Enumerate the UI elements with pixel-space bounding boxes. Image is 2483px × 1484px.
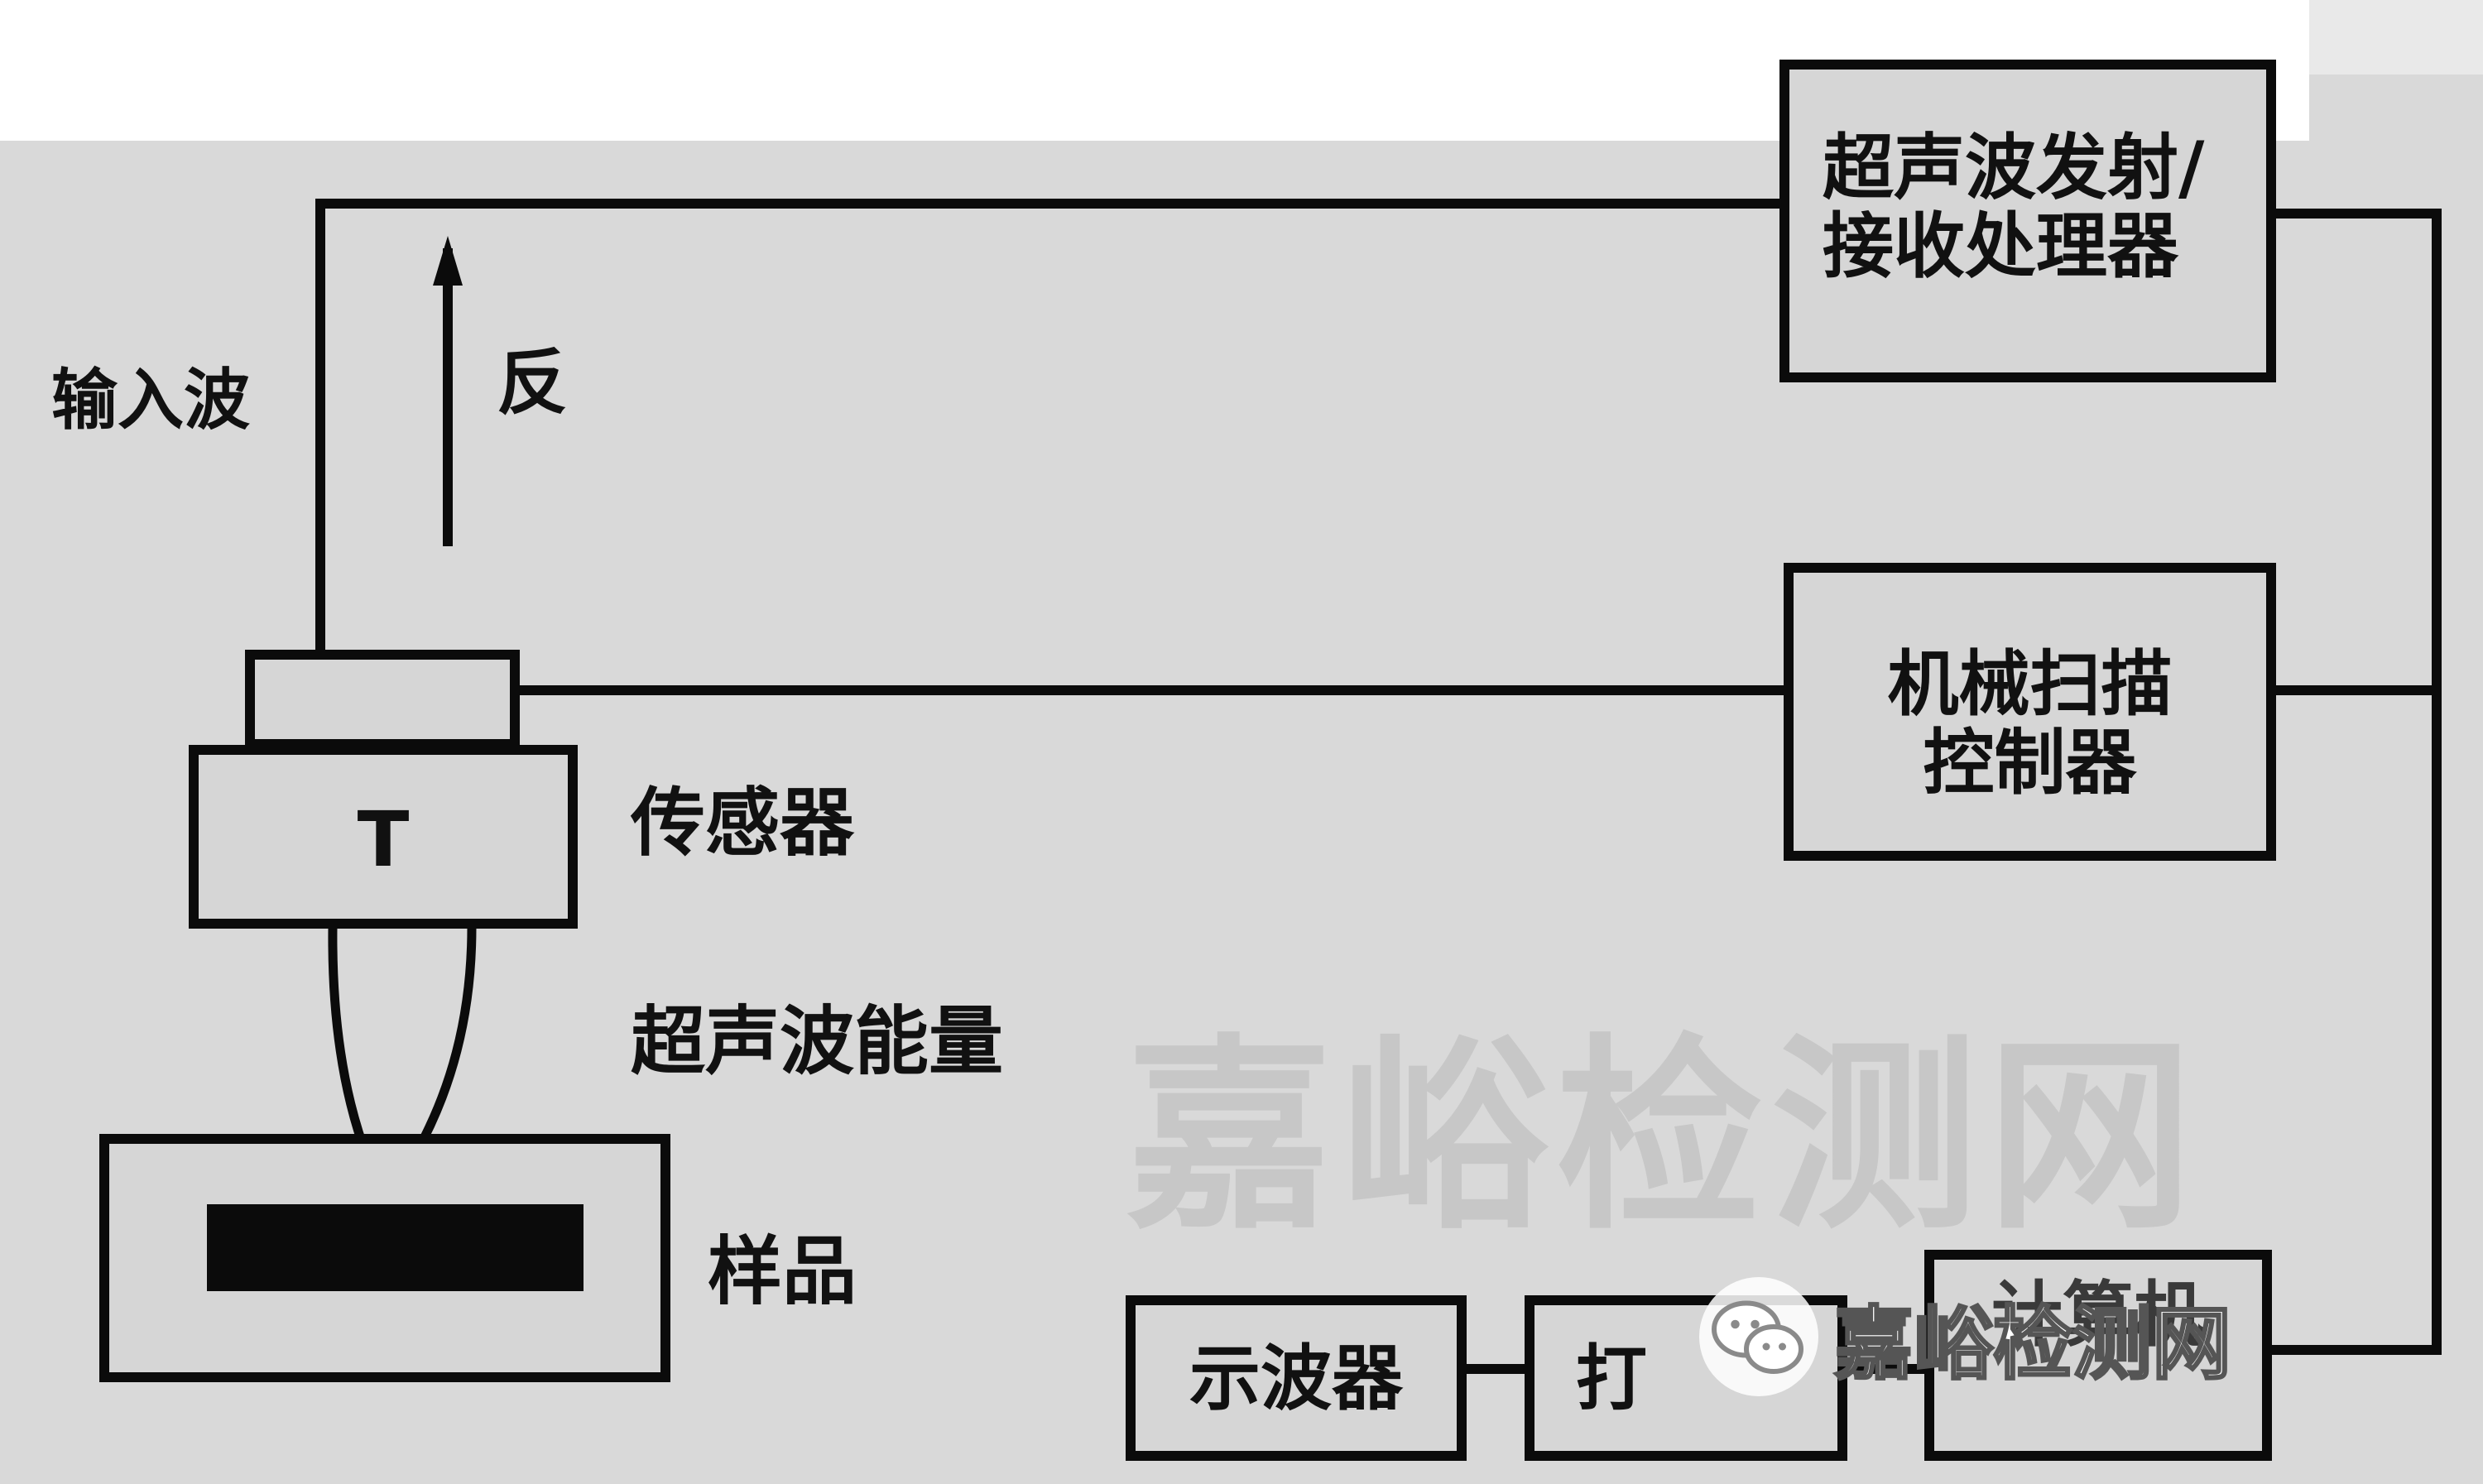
scan-controller-right-connector	[2268, 685, 2442, 695]
right-bus-vertical-line	[2432, 209, 2442, 1355]
mechanical-scan-controller-box: 机械扫描 控制器	[1784, 563, 2276, 861]
sample-specimen	[207, 1204, 584, 1291]
reflect-label: 反	[497, 342, 568, 425]
wechat-icon	[1699, 1277, 1818, 1396]
oscilloscope-box: 示波器	[1126, 1295, 1467, 1461]
oscilloscope-label: 示波器	[1189, 1338, 1403, 1420]
top-horizontal-line	[315, 199, 1789, 209]
oscilloscope-to-printer-line	[1458, 1364, 1533, 1374]
processor-right-connector	[2268, 209, 2442, 219]
reflect-arrow-shaft	[443, 248, 453, 546]
processor-label: 超声波发射/ 接收处理器	[1823, 127, 2205, 288]
printer-label: 打	[1576, 1338, 1647, 1420]
input-wave-label: 输入波	[51, 362, 250, 439]
sensor-block: T	[189, 745, 578, 929]
transducer-top-block	[245, 650, 520, 749]
sensor-label: 传感器	[631, 780, 854, 867]
computer-label: 计算机	[1991, 1274, 2205, 1357]
printer-to-computer-line	[1837, 1364, 1933, 1374]
sensor-to-scan-controller-line	[515, 685, 1789, 695]
ultrasonic-processor-box: 超声波发射/ 接收处理器	[1779, 60, 2276, 382]
input-wave-vertical-line	[315, 199, 325, 654]
sensor-letter: T	[357, 795, 410, 884]
computer-to-bus-line	[2260, 1345, 2442, 1355]
sample-label: 样品	[708, 1228, 857, 1315]
computer-box: 计算机	[1924, 1250, 2272, 1461]
wechat-watermark-text: 嘉峪检测网	[1833, 1296, 2233, 1391]
energy-label: 超声波能量	[631, 998, 1003, 1085]
arrow-up-icon	[433, 236, 463, 286]
top-right-band	[2309, 0, 2483, 74]
watermark-text: 嘉峪检测网	[1126, 1016, 2202, 1257]
scan-controller-label: 机械扫描 控制器	[1887, 643, 2173, 804]
wechat-watermark: 嘉峪检测网	[1697, 1275, 2233, 1399]
